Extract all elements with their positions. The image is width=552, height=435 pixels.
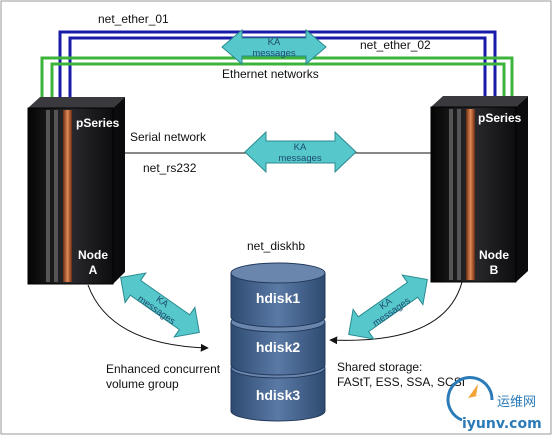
node-b-disk-link bbox=[329, 281, 463, 345]
hdisk1-label: hdisk1 bbox=[256, 290, 301, 306]
ka-label: KA bbox=[294, 142, 307, 153]
ka-label-messages: messages bbox=[252, 48, 296, 59]
disk-stack: hdisk1 hdisk2 hdisk3 bbox=[230, 262, 326, 422]
hdisk3-label: hdisk3 bbox=[256, 387, 301, 403]
watermark-url-text: iyunv.com bbox=[462, 416, 542, 432]
ka-arrow-ethernet: KA messages bbox=[221, 28, 327, 66]
watermark: 运维网 iyunv.com bbox=[446, 376, 542, 432]
net-rs232-label: net_rs232 bbox=[143, 161, 197, 175]
net-ether-02-lines bbox=[40, 56, 514, 100]
node-a-brand: pSeries bbox=[76, 116, 120, 130]
hdisk2-label: hdisk2 bbox=[256, 339, 301, 355]
watermark-logo-flame bbox=[468, 384, 486, 398]
node-b-server: pSeries Node B bbox=[430, 96, 528, 283]
ka-label: KA bbox=[268, 37, 281, 48]
node-a-disk-link bbox=[87, 284, 209, 352]
shared-storage-label-line1: Shared storage: bbox=[337, 360, 422, 374]
node-b-name: Node bbox=[479, 248, 509, 262]
ka-label-messages: messages bbox=[278, 153, 322, 164]
node-a-letter: A bbox=[89, 263, 98, 277]
node-b-brand: pSeries bbox=[478, 111, 522, 125]
node-b-accent-stripe bbox=[466, 109, 475, 280]
volume-group-label-line1: Enhanced concurrent bbox=[106, 362, 221, 376]
ka-arrow-serial: KA messages bbox=[244, 130, 357, 174]
node-b-letter: B bbox=[490, 263, 499, 277]
volume-group-label-line2: volume group bbox=[106, 377, 179, 391]
serial-network-label: Serial network bbox=[130, 130, 207, 144]
net-diskhb-label: net_diskhb bbox=[247, 239, 305, 253]
watermark-logo-arc bbox=[446, 376, 494, 422]
net-ether-01-label: net_ether_01 bbox=[98, 12, 169, 26]
node-a-accent-stripe bbox=[63, 110, 72, 282]
node-a-name: Node bbox=[78, 248, 108, 262]
net-ether-02-label: net_ether_02 bbox=[360, 38, 431, 52]
node-a-server: pSeries Node A bbox=[27, 97, 125, 285]
ka-arrow-node-a-disk: KA messages bbox=[120, 272, 200, 338]
shared-storage-label-line2: FAStT, ESS, SSA, SCSI bbox=[337, 375, 465, 389]
watermark-cn-text: 运维网 bbox=[497, 395, 536, 410]
ethernet-networks-label: Ethernet networks bbox=[222, 67, 319, 81]
